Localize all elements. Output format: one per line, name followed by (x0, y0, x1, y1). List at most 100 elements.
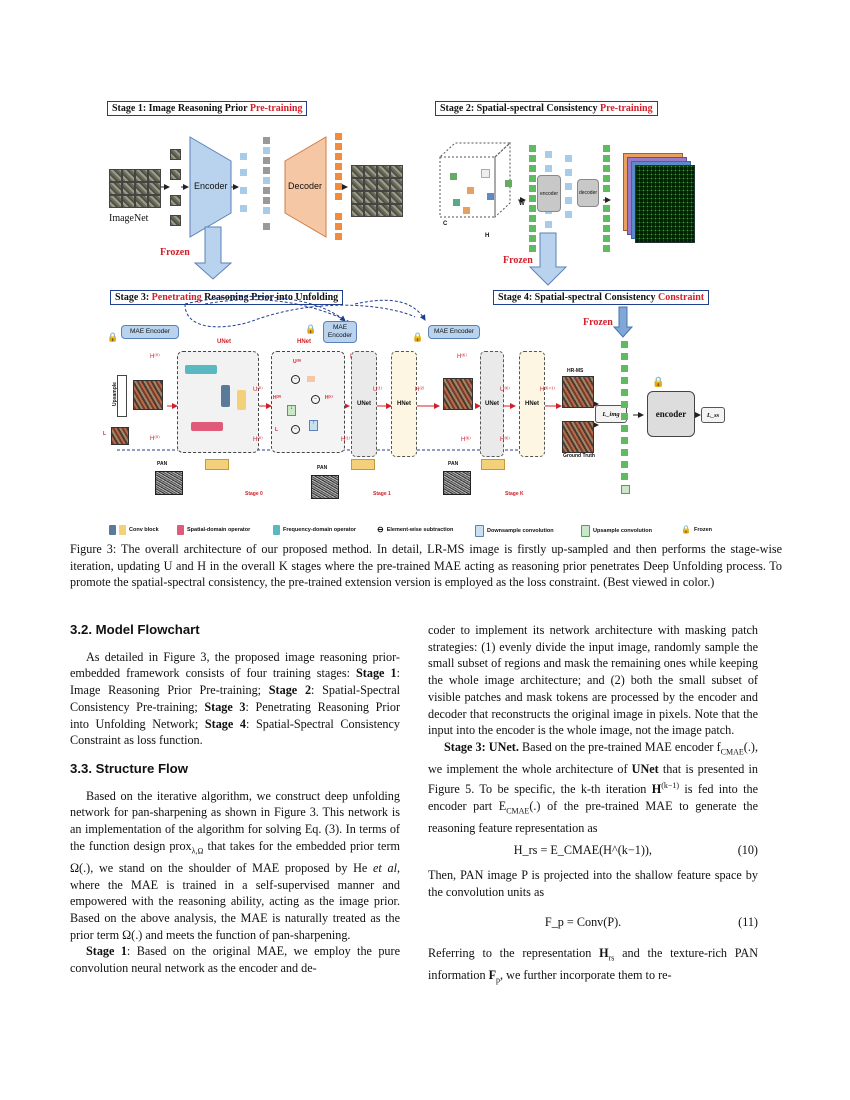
pan-label-1: PAN (317, 465, 328, 471)
u1-label: U⁽¹⁾ (373, 387, 383, 393)
encoder-word-label: Encoder (327, 332, 353, 339)
equation-10-body: H_rs = E_CMAE(H^(k−1)), (513, 843, 652, 858)
h1-label-hnet: H⁽¹⁾ (325, 395, 333, 401)
conv-block-dark (221, 385, 230, 407)
hk-label-bottom-2: H⁽ᴷ⁾ (500, 437, 510, 443)
l-ss-box: L_ss (701, 407, 725, 423)
hnet-stagek: HNet (519, 351, 545, 457)
frozen-label-1: Frozen (160, 247, 190, 258)
equation-11-body: F_p = Conv(P). (544, 915, 622, 930)
mae-encoder-box-3: MAE Encoder (428, 325, 480, 339)
stage0-label: Stage 0 (245, 491, 263, 497)
figure-lines (117, 136, 701, 451)
patch-tile (170, 169, 181, 180)
stage1-title: Stage 1: Image Reasoning Prior Pre-train… (107, 101, 308, 116)
h1-label-bottom: H⁽¹⁾ (341, 437, 351, 443)
stage1-title-text: Stage 1: Image Reasoning Prior (112, 103, 250, 114)
upsample-label: Upsample (111, 382, 118, 406)
u0-label-hnet: U⁽⁰⁾ (293, 359, 302, 365)
visible-token (240, 153, 247, 160)
decoder-label: Decoder (288, 181, 323, 191)
mae-encoder-box-1: MAE Encoder (121, 325, 179, 339)
legend-freq: Frequency-domain operator (273, 525, 356, 535)
hrms-image (562, 376, 594, 408)
patch-tile (170, 215, 181, 226)
u0-label: U⁽⁰⁾ (253, 387, 263, 393)
freq-operator (185, 365, 217, 374)
small-op (307, 376, 315, 382)
paragraph-stage3-unet: Stage 3: UNet. Based on the pre-trained … (428, 739, 758, 835)
section-3-2-heading: 3.2. Model Flowchart (70, 622, 200, 637)
paragraph-representation: Referring to the representation Hrs and … (428, 946, 758, 985)
pan-conv-block (351, 459, 375, 470)
h0-label-mid: H⁽⁰⁾ (253, 437, 263, 443)
figure-caption: Figure 3: The overall architecture of ou… (70, 542, 782, 590)
stage4-title: Stage 4: Spatial-spectral Consistency Co… (493, 290, 710, 305)
pan-conv-block (481, 459, 505, 470)
equation-10: H_rs = E_CMAE(H^(k−1)), (10) (428, 842, 758, 859)
subtraction-icon: − (311, 395, 320, 404)
stage3-title-prefix: Stage 3: (115, 292, 152, 303)
imagenet-label: ImageNet (109, 213, 149, 224)
paragraph-flowchart: As detailed in Figure 3, the proposed im… (70, 649, 400, 748)
pan-conv-block (205, 459, 229, 470)
unet-stage1: UNet (351, 351, 377, 457)
pan-label-k: PAN (448, 461, 459, 467)
encoder-label: Encoder (194, 181, 228, 191)
upsample-conv-icon: ↓ (287, 405, 296, 416)
visible-token (240, 205, 247, 212)
cube-c-label: C (443, 221, 448, 227)
frozen-label-3: Frozen (583, 317, 613, 328)
stage2-title-text: Stage 2: Spatial-spectral Consistency (440, 103, 600, 114)
lrms-input-image (133, 380, 163, 410)
visible-token (240, 169, 247, 176)
subtraction-icon: − (291, 375, 300, 384)
stage2-title: Stage 2: Spatial-spectral Consistency Pr… (435, 101, 658, 116)
equation-10-number: (10) (737, 843, 758, 858)
pan-image-1 (311, 475, 339, 499)
stage4-title-text: Stage 4: Spatial-spectral Consistency (498, 292, 658, 303)
legend-down-text: Downsample convolution (487, 528, 554, 534)
subtraction-icon: − (291, 425, 300, 434)
legend-freq-text: Frequency-domain operator (283, 527, 357, 533)
hk-label-top: H⁽ᴷ⁾ (457, 354, 467, 360)
patch-tile (170, 195, 181, 206)
legend-sub-text: Element-wise subtraction (386, 526, 454, 533)
pan-label-0: PAN (157, 461, 168, 467)
hnet-stage1: HNet (391, 351, 417, 457)
lock-icon: 🔒 (107, 332, 119, 342)
hk-image (443, 378, 473, 410)
stage3-title-highlight: Penetrating (151, 292, 202, 303)
h0-label-top: H⁽⁰⁾ (150, 354, 160, 360)
l-img-box: L_img (595, 405, 627, 423)
figure-3: Stage 1: Image Reasoning Prior Pre-train… (95, 95, 755, 540)
legend-spatial: Spatial-domain operator (177, 525, 250, 535)
l-label: L (103, 431, 107, 437)
legend-spatial-text: Spatial-domain operator (187, 527, 251, 533)
cube-w-label: W (519, 201, 525, 207)
stage1-label: Stage 1 (373, 491, 391, 497)
hk1-label: H⁽ᴷ⁺¹⁾ (540, 387, 555, 393)
lock-icon: 🔒 (652, 377, 665, 388)
section-3-3-heading: 3.3. Structure Flow (70, 760, 188, 776)
hrms-label: HR-MS (567, 368, 584, 374)
lock-icon: 🔒 (305, 324, 317, 334)
legend-up: Upsample convolution (581, 525, 652, 537)
paragraph-stage1: Stage 1: Based on the original MAE, we e… (70, 944, 400, 976)
cube-h-label: H (485, 233, 490, 239)
mae-label: MAE (332, 324, 348, 331)
hnet-label-top: HNet (297, 339, 312, 345)
legend-frozen-text: Frozen (693, 526, 712, 533)
legend-down: Downsample convolution (475, 525, 554, 537)
stagek-label: Stage K (505, 491, 524, 497)
ground-truth-image (562, 421, 594, 453)
h2-label: H⁽²⁾ (415, 387, 425, 393)
unet-label-top: UNet (217, 339, 232, 345)
stage1-title-highlight: Pre-training (249, 103, 303, 114)
equation-11-number: (11) (738, 915, 758, 930)
conv-block (237, 390, 246, 410)
legend-sub: ⊖Element-wise subtraction (377, 525, 454, 534)
downsample-conv-icon: ↑ (309, 420, 318, 431)
hnet-stage0-box (271, 351, 345, 453)
legend-conv: Conv block (109, 525, 159, 535)
